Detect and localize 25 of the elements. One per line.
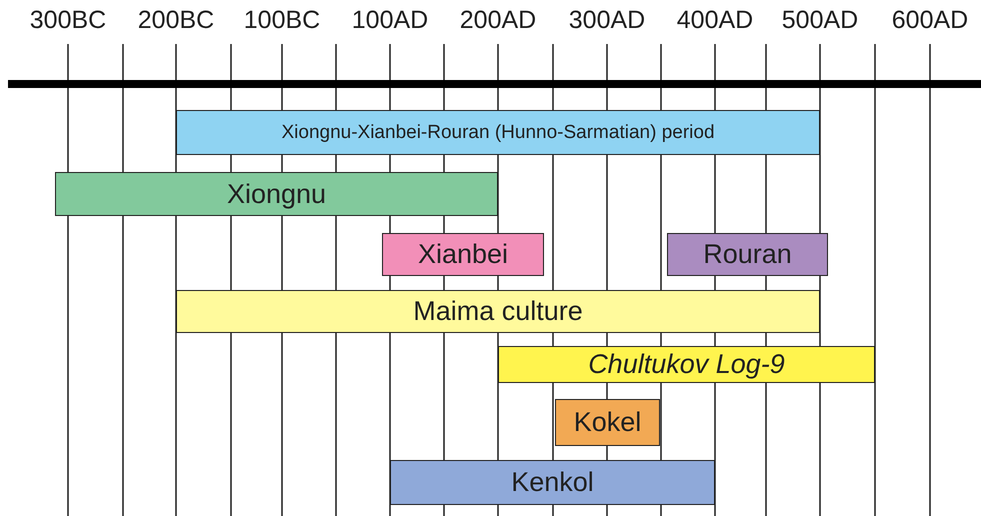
axis-label: 600AD	[892, 6, 968, 35]
period-bar	[667, 233, 828, 276]
axis-label: 400AD	[676, 6, 754, 35]
period-name: Kokel	[574, 407, 642, 438]
axis-label: 500AD	[782, 6, 858, 35]
axis-label: 100BC	[244, 6, 320, 35]
period-bar	[555, 399, 660, 446]
period-name: Xianbei	[418, 239, 508, 270]
period-bar	[390, 460, 715, 505]
period-name: Kenkol	[511, 467, 594, 498]
axis-label: 300AD	[568, 6, 646, 35]
axis-label: 200BC	[138, 6, 214, 35]
period-name: Xiongnu-Xianbei-Rouran (Hunno-Sarmatian) period	[281, 122, 715, 144]
period-bar	[176, 110, 820, 155]
period-name: Maima culture	[413, 296, 583, 327]
axis-label: 100AD	[352, 6, 428, 35]
period-bar	[55, 172, 498, 216]
period-bar	[498, 346, 875, 383]
period-name: Xiongnu	[226, 178, 326, 210]
axis-label: 200AD	[460, 6, 536, 35]
period-name: Chultukov Log-9	[588, 349, 785, 380]
period-name: Rouran	[703, 239, 792, 270]
period-bar	[176, 290, 820, 333]
period-bar	[382, 233, 544, 276]
axis-label: 300BC	[30, 6, 106, 35]
